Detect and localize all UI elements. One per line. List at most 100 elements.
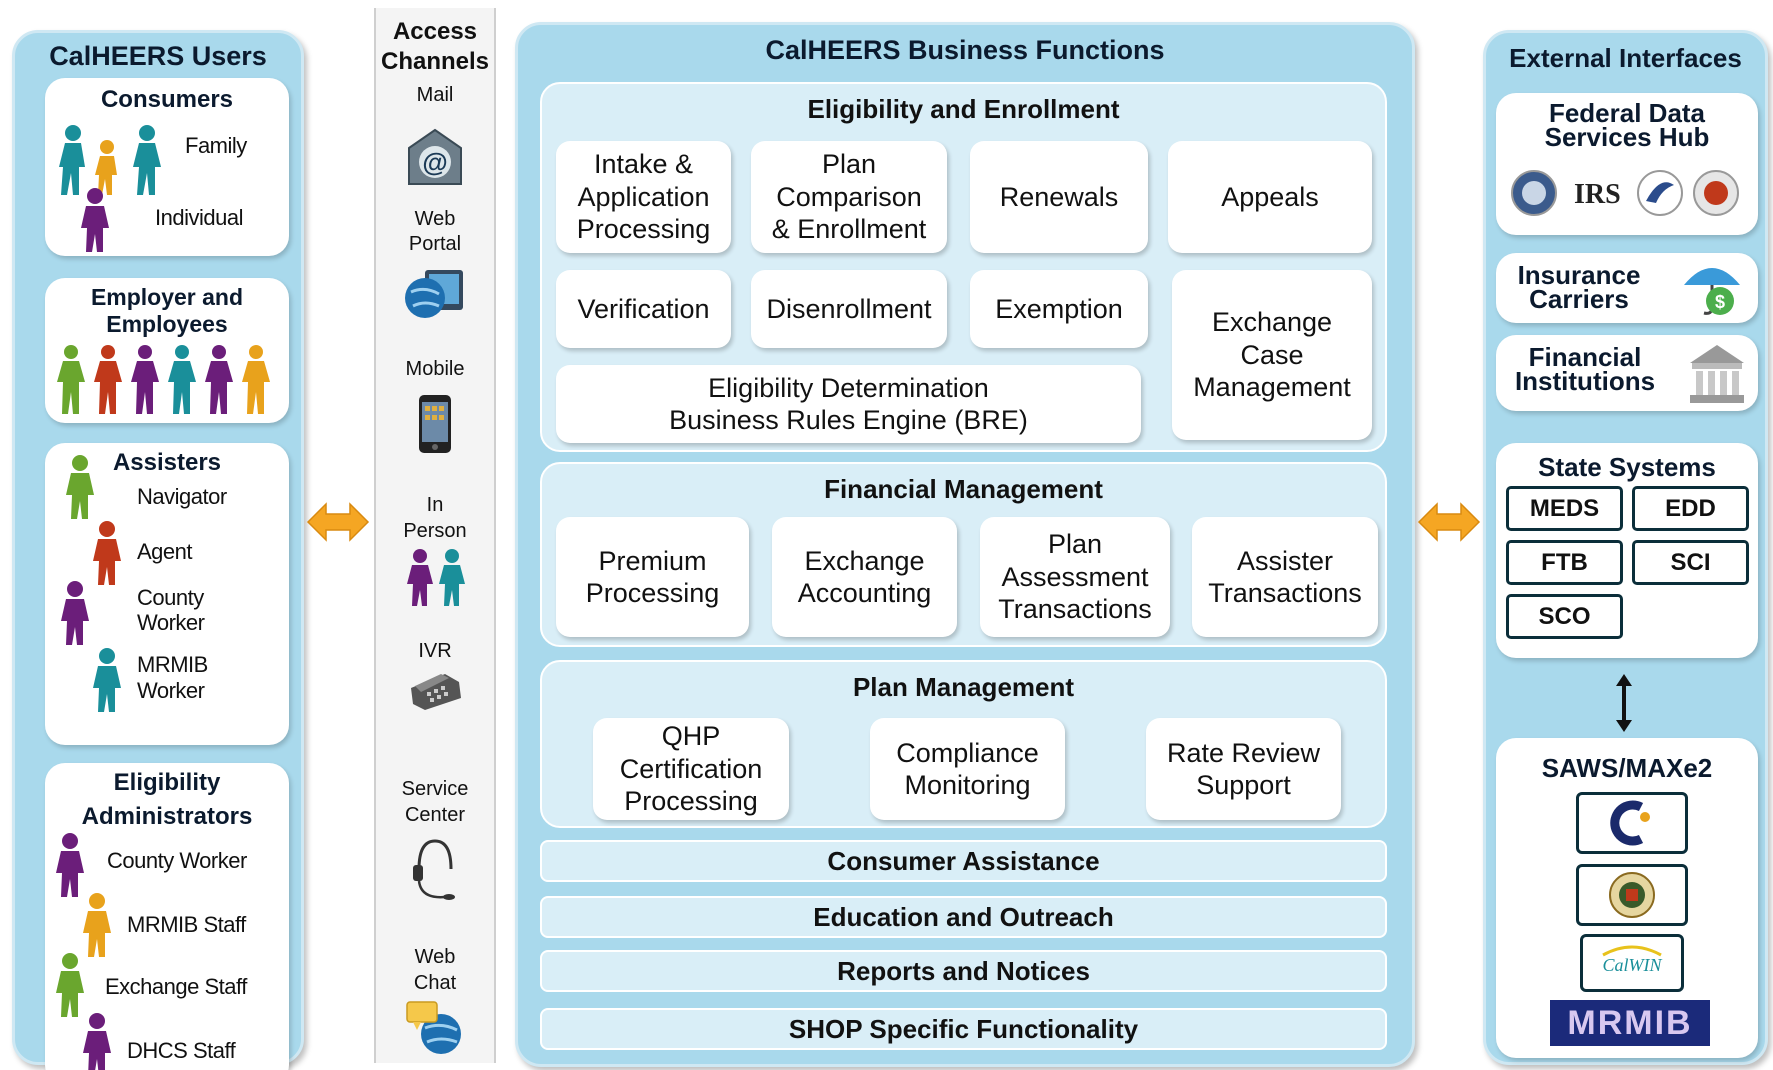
shop-functionality-bar: SHOP Specific Functionality [540,1008,1387,1050]
calwin-logo-icon [1602,945,1662,957]
mrmib-worker-label-line1: MRMIB [137,652,208,677]
bank-building-icon [1690,345,1744,403]
accounting-line1: Exchange [804,545,925,576]
insurance-carriers-line2: Carriers [1529,284,1629,314]
employer-title-line2: Employees [106,311,228,337]
state-saws-vertical-arrow [1616,674,1632,732]
compliance-line1: Compliance [896,737,1039,768]
case-line1: Exchange [1211,307,1333,338]
federal-hub-card: Federal Data Services Hub IRS [1496,93,1758,235]
web-chat-label-line2: Chat [413,972,457,994]
ivr-telephone-icon [411,674,461,710]
plan-comparison-line2: Comparison [776,181,922,212]
users-channels-double-arrow [306,502,370,542]
c-iv-logo-icon [1610,800,1650,846]
insurance-carriers-line1: Insurance [1517,260,1641,290]
state-systems-title: State Systems [1538,452,1716,482]
plan-management-title: Plan Management [852,672,1075,702]
appeals-box: Appeals [1168,141,1372,253]
eligibility-admins-title-line1: Eligibility [113,769,221,796]
mrmib-staff-person-icon [83,893,111,957]
case-line2: Case [1240,339,1304,370]
business-external-double-arrow [1417,502,1481,542]
exchange-staff-label: Exchange Staff [105,974,247,999]
web-portal-label-line2: Portal [408,233,462,255]
in-person-label-line2: Person [403,520,467,542]
rate-line1: Rate Review [1166,737,1321,768]
business-functions-title: CalHEERS Business Functions [765,35,1165,65]
financial-management-title: Financial Management [824,474,1103,504]
svg-text:@: @ [422,147,447,177]
family-people-icon [59,125,161,195]
web-portal-monitor-icon [405,270,463,318]
family-label: Family [185,133,247,158]
users-title: CalHEERS Users [49,41,267,71]
users-panel: CalHEERS Users Consumers Family Individu… [12,30,304,1070]
dhcs-staff-label: DHCS Staff [127,1038,236,1063]
calwin-logo-text: CalWIN [1602,955,1662,975]
service-center-label-line2: Center [404,804,466,826]
education-outreach-bar: Education and Outreach [540,896,1387,938]
bre-line2: Business Rules Engine (BRE) [669,405,1028,435]
county-worker-person-icon [61,581,89,645]
insurance-carriers-card: Insurance Carriers $ [1496,253,1758,323]
web-chat-label-line1: Web [414,946,456,968]
web-portal-label-line1: Web [414,208,456,230]
service-center-label-line1: Service [401,778,469,800]
assisters-card: Assisters Navigator Agent County Worker … [45,443,289,745]
service-center-headset-icon [413,839,455,900]
in-person-people-icon [407,549,465,606]
channels-title-line1: Access [392,18,478,45]
assessment-line2: Assessment [1001,561,1149,592]
dhcs-staff-person-icon [83,1013,111,1070]
mobile-phone-icon [419,395,451,453]
financial-institutions-card: Financial Institutions [1496,335,1758,411]
irs-logo-text: IRS [1574,179,1621,210]
intake-line3: Processing [576,214,711,245]
access-channels-strip: Access Channels Mail @ Web Portal Mobile… [374,8,496,1063]
assisters-title: Assisters [112,449,222,476]
individual-person-icon [81,188,109,252]
county-worker-label-line2: Worker [137,610,205,635]
web-chat-globe-icon [406,1001,461,1054]
mrmib-staff-label: MRMIB Staff [127,912,246,937]
channels-title-line2: Channels [380,48,490,75]
disenrollment-box: Disenrollment [751,270,947,348]
sco-system-box: SCO [1506,594,1623,639]
mrmib-worker-person-icon [93,648,121,712]
consumers-card: Consumers Family Individual [45,78,289,256]
county-staff-person-icon [56,833,84,897]
county-seal-icon [1609,872,1655,918]
consumers-title: Consumers [100,86,234,113]
accounting-line2: Accounting [797,578,932,608]
exchange-staff-person-icon [56,953,84,1017]
federal-hub-title-line2: Services Hub [1544,122,1710,152]
employer-title-line1: Employer and [90,284,244,310]
sci-system-box: SCI [1632,540,1749,585]
calwin-logo-box: CalWIN [1580,934,1684,992]
assister-line1: Assister [1236,545,1334,576]
individual-label: Individual [155,205,243,230]
saws-title: SAWS/MAXe2 [1541,753,1713,783]
c-iv-logo-box [1576,792,1688,854]
assessment-line3: Transactions [998,594,1152,625]
ftb-system-box: FTB [1506,540,1623,585]
premium-line2: Processing [585,578,720,608]
consumer-assistance-bar: Consumer Assistance [540,840,1387,882]
mrmib-logo: MRMIB [1550,1000,1710,1046]
reports-notices-bar: Reports and Notices [540,950,1387,992]
agent-label: Agent [137,539,193,564]
umbrella-money-icon: $ [1684,268,1740,315]
eligibility-admins-card: Eligibility Administrators County Worker… [45,763,289,1070]
county-seal-logo-box [1576,864,1688,926]
federal-hub-title-line1: Federal Data [1548,98,1706,128]
plan-comparison-line1: Plan [821,149,877,180]
eligibility-admins-title-line2: Administrators [81,803,253,830]
external-interfaces-title: External Interfaces [1509,43,1742,73]
